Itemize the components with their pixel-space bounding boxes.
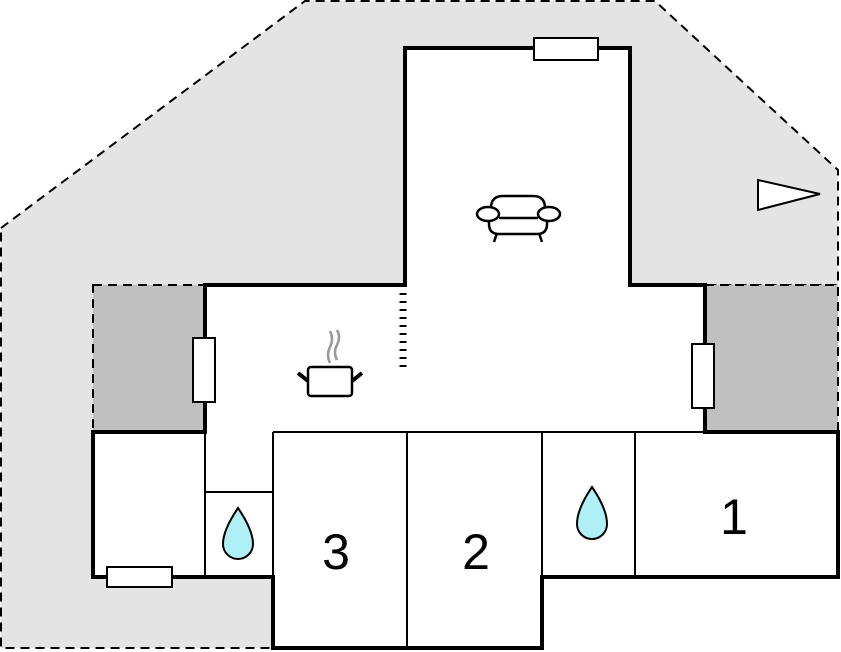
window-left: [192, 337, 216, 403]
terrace-left: [92, 284, 206, 433]
window-right: [691, 343, 715, 409]
north-arrow-icon: [757, 178, 821, 212]
terrace-right: [704, 284, 839, 433]
windows: [106, 37, 715, 588]
kitchen-pot-icon: [296, 329, 364, 398]
room-label-3: 3: [322, 524, 350, 580]
room-label-2: 2: [462, 524, 490, 580]
room-label-1: 1: [720, 489, 748, 545]
bathroom-drop-icon: [575, 485, 609, 540]
interior-walls: [204, 431, 838, 648]
living-room-sofa-icon: [475, 194, 562, 243]
window-bottom-left: [106, 566, 173, 588]
bathroom-drop-icon: [221, 506, 255, 560]
window-top: [533, 37, 599, 61]
